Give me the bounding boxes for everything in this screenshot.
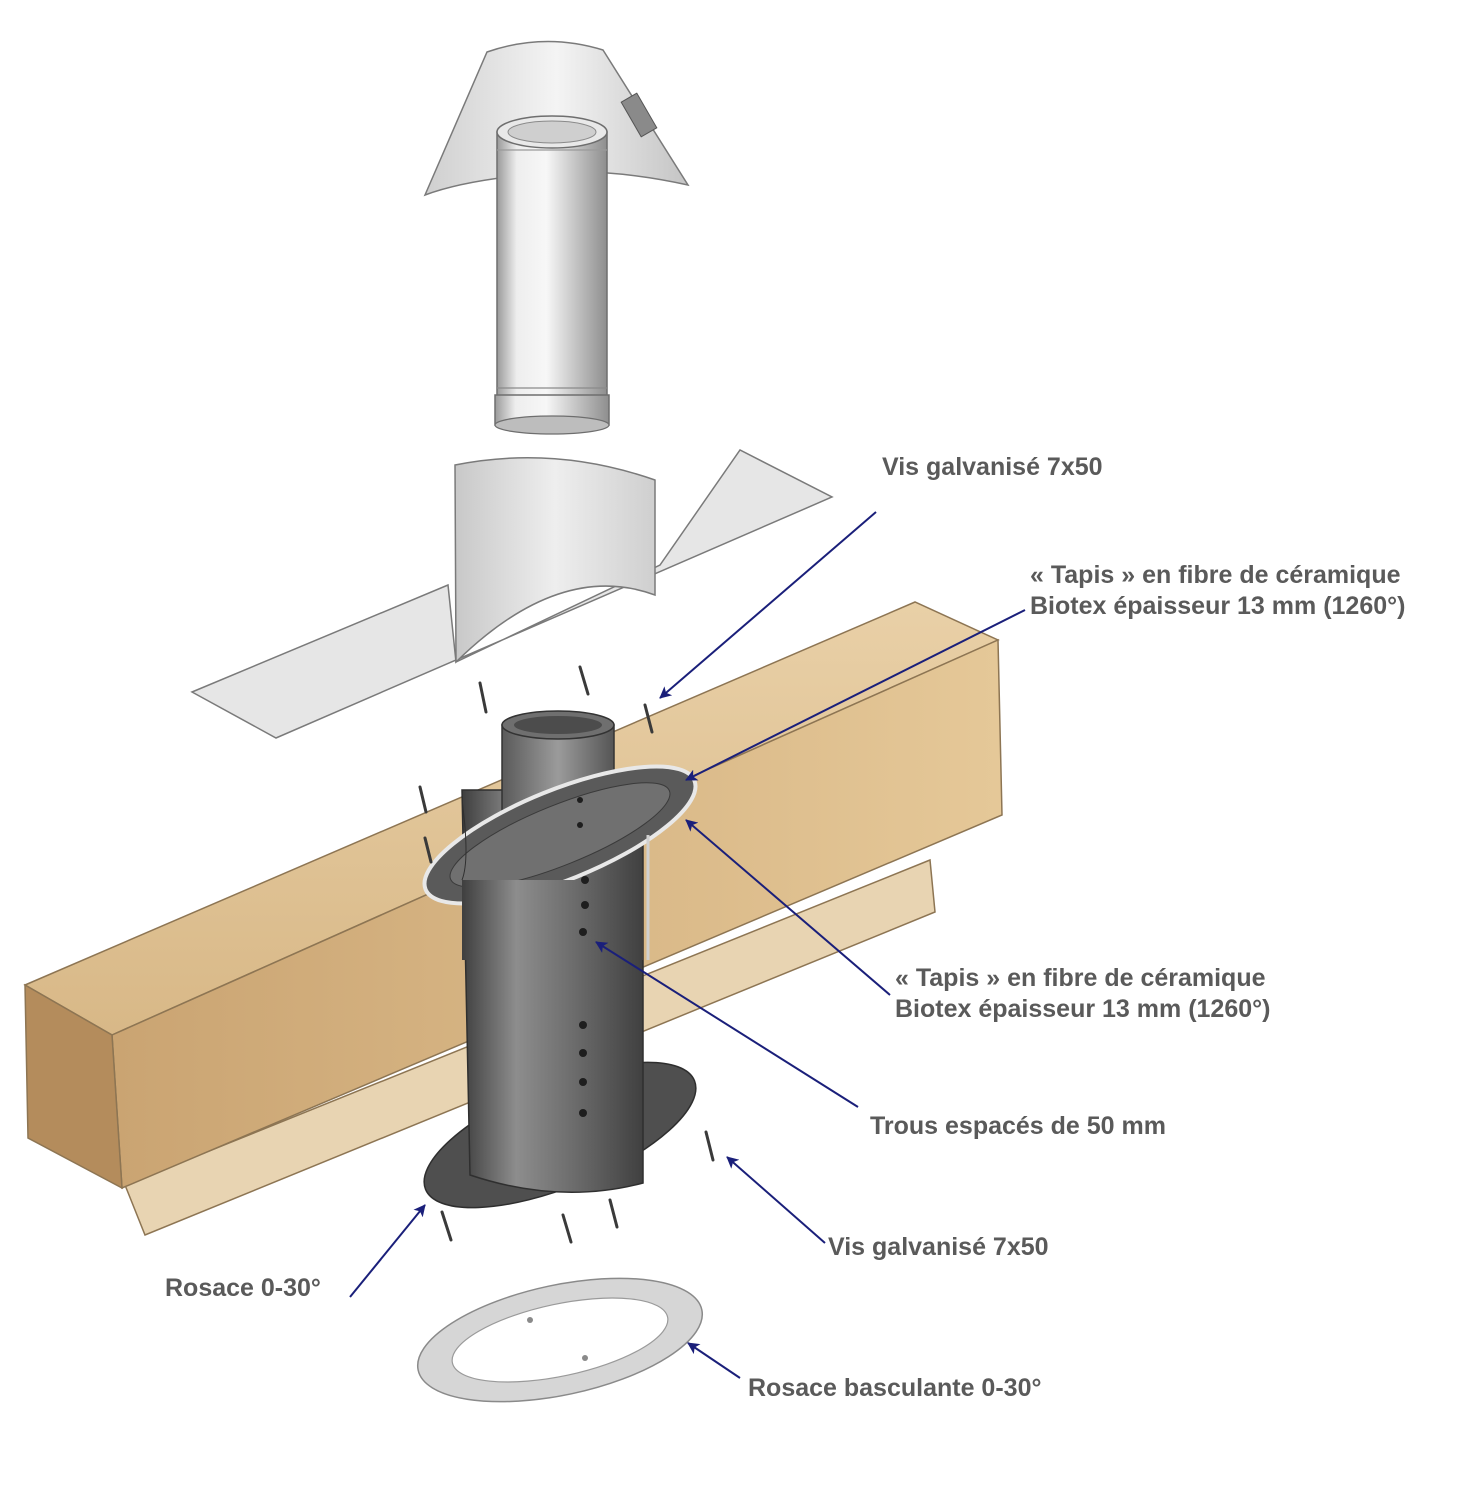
label-rosace-basculante-text: Rosace basculante 0-30° [748, 1374, 1042, 1402]
chimney-assembly [422, 710, 698, 1209]
leader-tapis-mid [685, 819, 891, 996]
label-tapis-top-line2: Biotex épaisseur 13 mm (1260°) [1030, 592, 1406, 620]
leader-trous [595, 941, 859, 1108]
screws-bottom [440, 1130, 715, 1244]
label-tapis-top: « Tapis » en fibre de céramique Biotex é… [1030, 560, 1405, 622]
tube-holes [577, 797, 589, 1117]
label-trous-text: Trous espacés de 50 mm [870, 1112, 1166, 1140]
label-rosace: Rosace 0-30° [165, 1273, 321, 1304]
label-vis-galvanise-top: Vis galvanisé 7x50 [882, 452, 1103, 483]
label-tapis-mid: « Tapis » en fibre de céramique Biotex é… [895, 963, 1270, 1025]
flashing-sheet [190, 449, 834, 739]
leader-vis-top [659, 511, 877, 699]
label-tapis-mid-line2: Biotex épaisseur 13 mm (1260°) [895, 995, 1271, 1023]
label-vis-bottom-text: Vis galvanisé 7x50 [828, 1233, 1049, 1261]
label-tapis-mid-line1: « Tapis » en fibre de céramique [895, 964, 1266, 992]
label-vis-galvanise-bottom: Vis galvanisé 7x50 [828, 1232, 1049, 1263]
chimney-top-tube [494, 115, 610, 435]
screws-top [418, 665, 654, 864]
label-tapis-top-line1: « Tapis » en fibre de céramique [1030, 561, 1401, 589]
label-rosace-basculante: Rosace basculante 0-30° [748, 1373, 1041, 1404]
leader-rosace-basculante [687, 1342, 741, 1379]
rosace-basculante-ring [416, 1277, 704, 1403]
beam-end-face [24, 983, 123, 1190]
leader-lines [349, 511, 1026, 1379]
cap-bracket [620, 92, 658, 138]
label-rosace-text: Rosace 0-30° [165, 1274, 321, 1302]
flashing-collar [454, 457, 656, 664]
label-vis-top-text: Vis galvanisé 7x50 [882, 453, 1103, 481]
label-trous: Trous espacés de 50 mm [870, 1111, 1166, 1142]
leader-rosace [349, 1204, 426, 1298]
leader-tapis-top [685, 609, 1026, 781]
leader-vis-bottom [726, 1156, 826, 1244]
roof-flashing [190, 449, 834, 739]
